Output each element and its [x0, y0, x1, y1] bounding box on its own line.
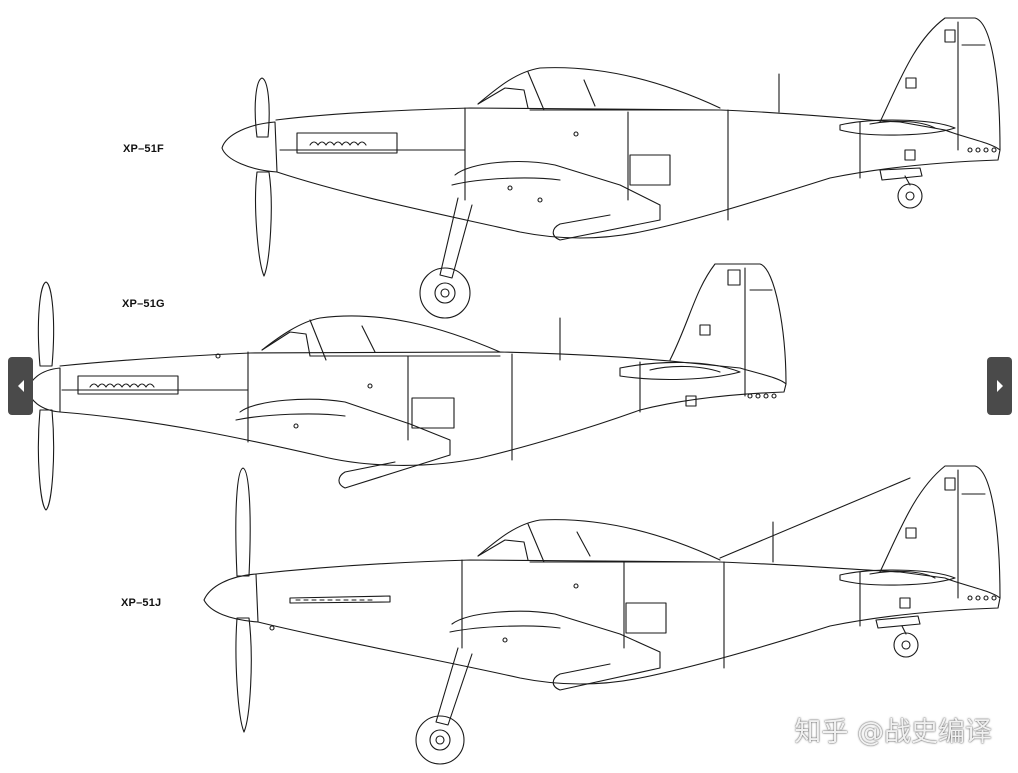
prev-image-button[interactable]	[8, 357, 33, 415]
xp-51f-drawing	[221, 17, 1001, 319]
chevron-left-icon	[16, 379, 26, 393]
xp-51f-label: XP–51F	[123, 143, 164, 155]
next-image-button[interactable]	[987, 357, 1012, 415]
xp-51g-label: XP–51G	[122, 298, 165, 310]
xp-51j-label: XP–51J	[121, 597, 162, 609]
xp-51j-drawing	[203, 465, 1001, 765]
chevron-right-icon	[995, 379, 1005, 393]
watermark-text: 知乎 @战史编译	[794, 717, 992, 748]
